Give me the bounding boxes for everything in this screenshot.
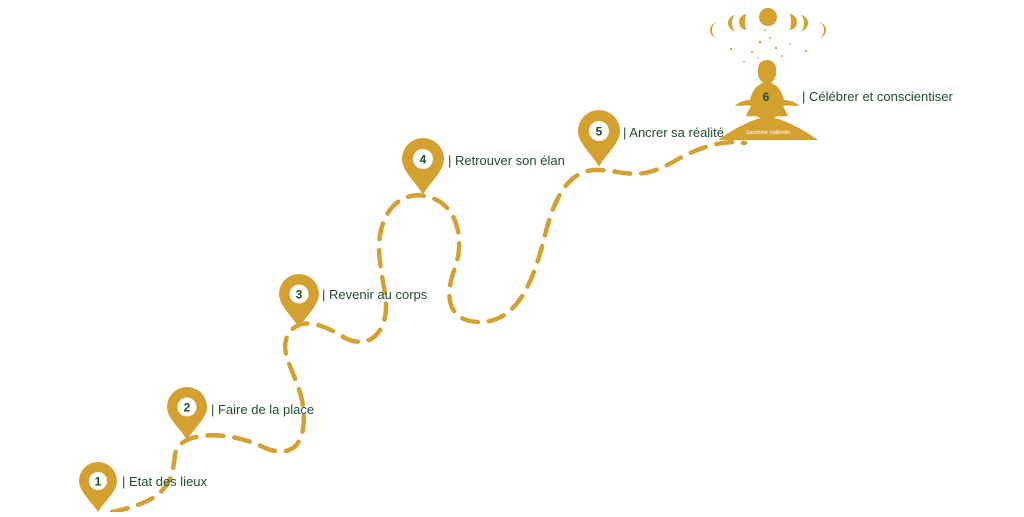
step-label: | Etat des lieux [122, 474, 208, 489]
step-1[interactable]: 1 | Etat des lieux [79, 462, 208, 512]
step-number: 6 [763, 90, 770, 104]
step-label: | Retrouver son élan [448, 153, 565, 168]
pin-inner-circle [413, 149, 433, 169]
meditating-woman-lotus-moon-phases-icon: Sandrine Vallentin [710, 8, 826, 140]
step-number: 3 [296, 288, 303, 302]
step-label: | Ancrer sa réalité [623, 125, 724, 140]
step-label: | Faire de la place [211, 402, 314, 417]
dashed-journey-path [109, 139, 748, 515]
step-number: 1 [95, 475, 102, 489]
hill-shape [718, 117, 818, 140]
pin-inner-circle [589, 121, 609, 141]
step-3[interactable]: 3 | Revenir au corps [279, 274, 428, 328]
sparkles-icon [729, 29, 808, 63]
step-4[interactable]: 4 | Retrouver son élan [402, 138, 565, 195]
step-label: | Revenir au corps [322, 287, 428, 302]
pin-inner-circle [289, 284, 309, 304]
step-6[interactable]: Sandrine Vallentin 6 | Célébrer et consc… [710, 8, 953, 140]
signature-text: Sandrine Vallentin [746, 130, 790, 136]
pin-inner-circle [177, 397, 197, 417]
step-2[interactable]: 2 | Faire de la place [167, 387, 314, 440]
step-label: | Célébrer et conscientiser [802, 89, 953, 104]
step-5[interactable]: 5 | Ancrer sa réalité [578, 110, 724, 167]
step-number: 5 [596, 125, 603, 139]
meditating-woman-icon [735, 60, 799, 117]
step-number: 2 [184, 401, 191, 415]
pin-inner-circle [89, 472, 107, 490]
moon-phases-icon [710, 8, 826, 38]
step-number: 4 [420, 153, 427, 167]
